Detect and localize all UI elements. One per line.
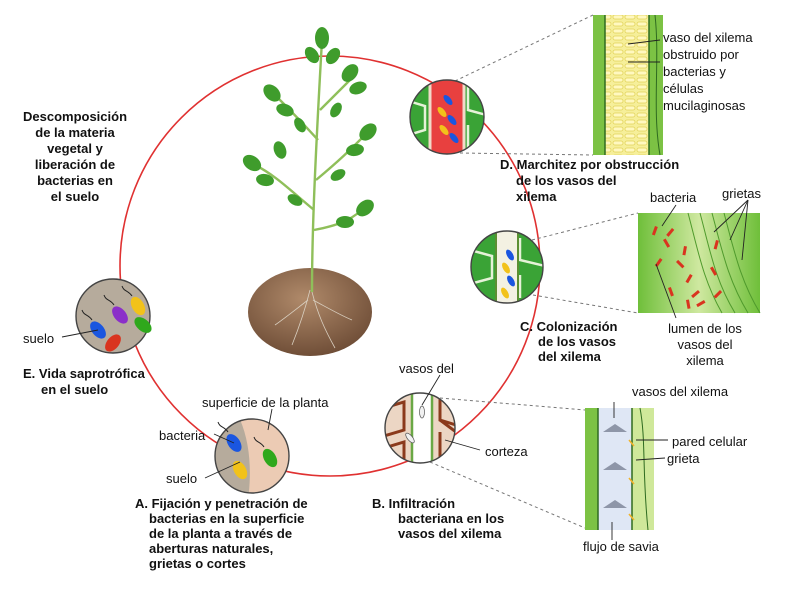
label-flujo-savia: flujo de savia: [583, 539, 659, 554]
stage-d-label: D. Marchitez por obstrucción de los vaso…: [500, 157, 679, 205]
decomp-line: liberación de: [34, 157, 116, 172]
lumen-line: lumen de los: [668, 321, 742, 336]
obstruido-line: células: [663, 81, 704, 96]
stage-e-line: E. Vida saprotrófica: [23, 366, 145, 381]
stage-a-line: A. Fijación y penetración de: [135, 496, 308, 511]
stage-a-line: grietas o cortes: [149, 556, 246, 571]
inset-b-infiltration: [384, 392, 456, 464]
label-corteza: corteza: [485, 444, 528, 459]
stage-e-label: E. Vida saprotrófica en el suelo: [23, 366, 145, 398]
inset-a-plant-surface: [214, 418, 290, 494]
obstruido-line: vaso del xilema: [663, 30, 753, 45]
obstruido-line: bacterias y: [663, 64, 726, 79]
label-obstruido: vaso del xilema obstruido por bacterias …: [663, 29, 753, 114]
tomato-plant-illustration: [242, 27, 377, 356]
inset-c-colonization: [470, 230, 544, 304]
stage-b-line: bacteriana en los: [398, 511, 505, 526]
label-bacteria-a: bacteria: [159, 428, 206, 443]
colonized-vessel-panel: [638, 212, 761, 314]
obstructed-vessel-panel: [593, 14, 663, 156]
decomp-line: Descomposición: [22, 109, 128, 124]
inset-d-wilt: [409, 79, 485, 155]
label-pointer-lines: [61, 39, 749, 540]
decomp-line: de la materia: [35, 125, 115, 140]
stage-decomposition-label: Descomposición de la materia vegetal y l…: [20, 109, 130, 205]
label-superficie-planta: superficie de la planta: [202, 395, 329, 410]
label-bacteria-c: bacteria: [650, 190, 697, 205]
inset-e-soil: [75, 278, 152, 354]
bacteria-group-e: [81, 285, 152, 352]
stage-d-line: D. Marchitez por obstrucción: [500, 157, 680, 172]
connector-lines: [429, 14, 639, 529]
decomp-line: bacterias en: [37, 173, 113, 188]
obstruido-line: mucilaginosas: [663, 98, 746, 113]
stage-d-line: de los vasos del: [516, 173, 617, 188]
stage-c-line: de los vasos: [538, 334, 617, 349]
stage-b-line: vasos del xilema: [398, 526, 502, 541]
stage-a-line: aberturas naturales,: [149, 541, 274, 556]
stage-c-line: del xilema: [538, 349, 601, 364]
lumen-line: xilema: [686, 353, 724, 368]
obstruido-line: obstruido por: [663, 47, 739, 62]
stage-a-line: de la planta a través de: [149, 526, 293, 541]
decomp-line: vegetal y: [47, 141, 103, 156]
stage-c-label: C. Colonización de los vasos del xilema: [520, 319, 618, 364]
label-vasos-xilema: vasos del xilema: [632, 384, 729, 399]
label-grieta: grieta: [667, 451, 700, 466]
label-suelo-e: suelo: [23, 331, 55, 346]
label-lumen: lumen de los vasos del xilema: [655, 321, 755, 369]
stage-c-line: C. Colonización: [520, 319, 618, 334]
xylem-vessel-panel: [585, 407, 654, 531]
label-pared-celular: pared celular: [672, 434, 748, 449]
label-grietas: grietas: [722, 186, 762, 201]
stage-b-line: B. Infiltración: [372, 496, 456, 511]
stage-e-line: en el suelo: [41, 382, 109, 397]
stage-a-label: A. Fijación y penetración de bacterias e…: [135, 496, 308, 571]
stage-b-label: B. Infiltración bacteriana en los vasos …: [372, 496, 504, 541]
label-suelo-a: suelo: [166, 471, 198, 486]
label-vasos-del: vasos del: [399, 361, 454, 376]
decomp-line: el suelo: [50, 189, 100, 204]
lumen-line: vasos del: [677, 337, 733, 352]
stage-a-line: bacterias en la superficie: [149, 511, 305, 526]
stage-d-line: xilema: [516, 189, 557, 204]
